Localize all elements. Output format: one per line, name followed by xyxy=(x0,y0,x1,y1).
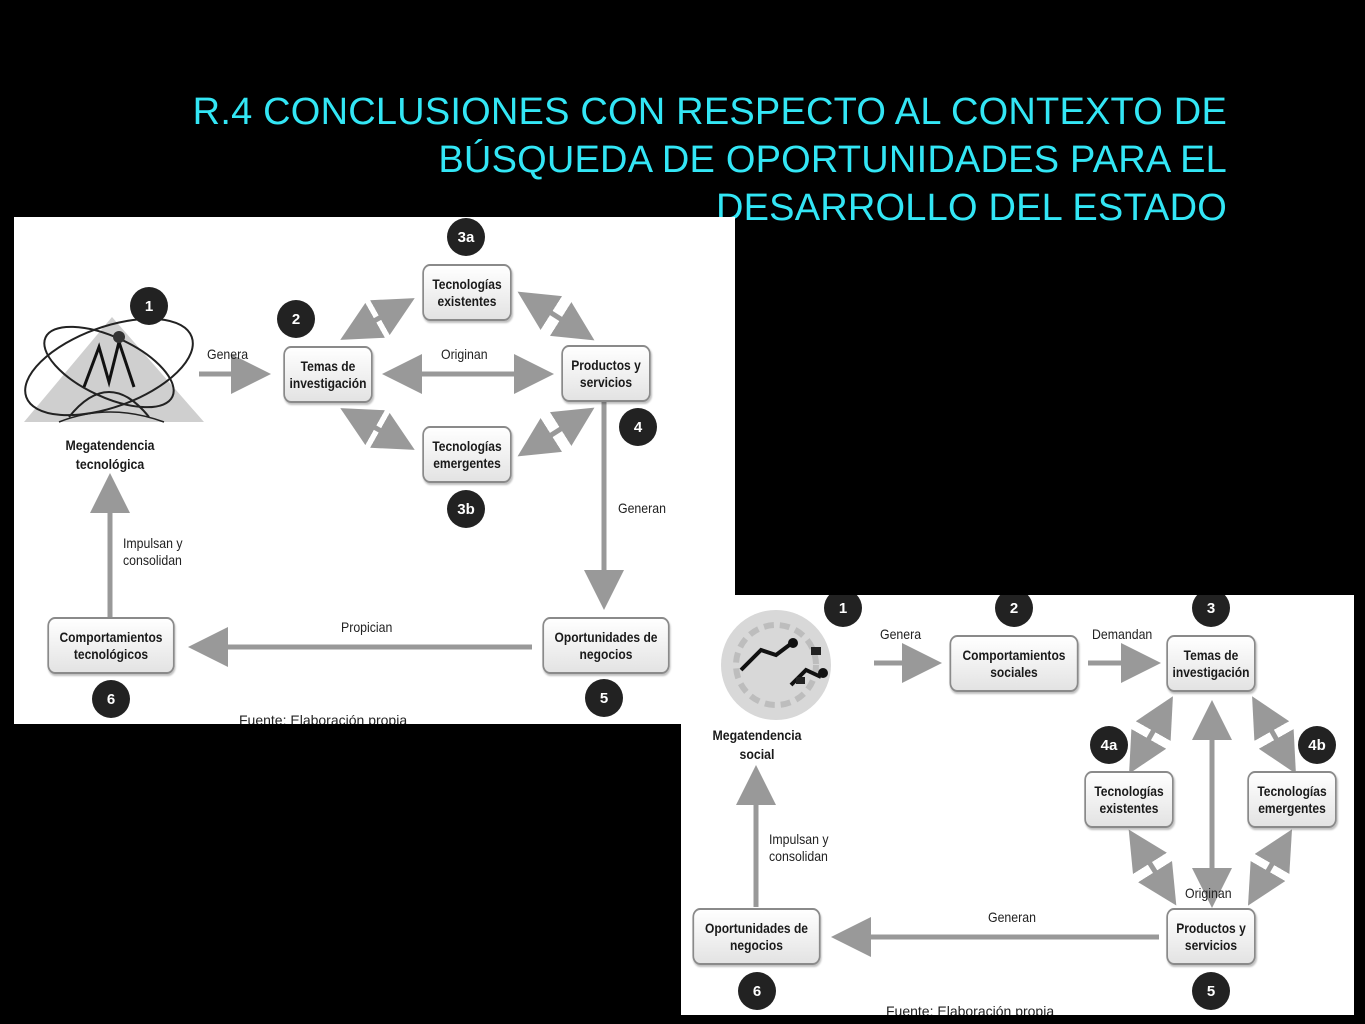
node-temas-investigacion: Temas de investigación xyxy=(283,346,373,403)
badge-6: 6 xyxy=(738,972,776,1010)
node-productos-servicios: Productos y servicios xyxy=(561,345,651,402)
edge-label-propician: Propician xyxy=(341,619,393,635)
slide-title-line-2: BÚSQUEDA DE OPORTUNIDADES PARA EL xyxy=(438,139,1227,181)
node-tecnologias-emergentes: Tecnologías emergentes xyxy=(1247,771,1337,828)
edge-label-originan: Originan xyxy=(1185,885,1232,901)
node-oportunidades-negocios: Oportunidades de negocios xyxy=(542,617,670,674)
edge-label-impulsan: Impulsan y consolidan xyxy=(123,535,183,568)
edge-label-generan: Generan xyxy=(618,500,666,516)
edge-label-genera: Genera xyxy=(207,346,249,362)
badge-1: 1 xyxy=(130,287,168,325)
megatrend-caption: Megatendencia social xyxy=(712,727,802,762)
badge-6: 6 xyxy=(92,680,130,718)
arrow-existentes-productos xyxy=(517,291,595,341)
node-productos-servicios: Productos y servicios xyxy=(1166,908,1256,965)
edge-label-demandan: Demandan xyxy=(1092,626,1153,642)
edge-label-impulsan: Impulsan y consolidan xyxy=(769,831,829,864)
badge-3b: 3b xyxy=(447,490,485,528)
arrow-emergentes-productos xyxy=(1248,829,1292,906)
badge-3a: 3a xyxy=(447,218,485,256)
node-tecnologias-emergentes: Tecnologías emergentes xyxy=(422,426,512,483)
source-note: Fuente: Elaboración propia xyxy=(239,712,408,724)
edge-label-generan: Generan xyxy=(988,909,1036,925)
slide-title: R.4 CONCLUSIONES CON RESPECTO AL CONTEXT… xyxy=(127,88,1227,232)
badge-4a: 4a xyxy=(1090,726,1128,764)
node-oportunidades-negocios: Oportunidades de negocios xyxy=(692,908,821,965)
megatrend-technology-icon xyxy=(24,317,204,423)
megatrend-caption: Megatendencia tecnológica xyxy=(65,437,155,472)
arrow-temas-emergentes xyxy=(340,408,415,450)
node-comportamientos-tecnologicos: Comportamientos tecnológicos xyxy=(47,617,175,674)
node-temas-investigacion: Temas de investigación xyxy=(1166,635,1256,692)
badge-2: 2 xyxy=(995,595,1033,627)
badge-4: 4 xyxy=(619,408,657,446)
badge-1: 1 xyxy=(824,595,862,627)
megatrend-social-icon xyxy=(721,610,831,720)
badge-4b: 4b xyxy=(1298,726,1336,764)
node-tecnologias-existentes: Tecnologías existentes xyxy=(1084,771,1174,828)
source-note: Fuente: Elaboración propia xyxy=(886,1003,1055,1015)
arrow-temas-emergentes xyxy=(1252,696,1296,774)
diagram-technological-megatrend: 1 2 3a 3b 4 5 6 Megatendencia tecnológic… xyxy=(14,217,735,724)
badge-2: 2 xyxy=(277,300,315,338)
badge-5: 5 xyxy=(585,679,623,717)
diagram-2-connectors xyxy=(721,610,1296,957)
arrow-temas-existentes xyxy=(1129,696,1173,774)
node-comportamientos-sociales: Comportamientos sociales xyxy=(949,635,1079,692)
arrow-existentes-productos xyxy=(1128,829,1177,906)
arrow-temas-existentes xyxy=(340,298,415,340)
slide-title-line-1: R.4 CONCLUSIONES CON RESPECTO AL CONTEXT… xyxy=(192,91,1227,133)
badge-3: 3 xyxy=(1192,595,1230,627)
edge-label-genera: Genera xyxy=(880,626,922,642)
diagram-social-megatrend: 1 2 3 4a 4b 5 6 Megatendencia social Com… xyxy=(681,595,1354,1015)
node-tecnologias-existentes: Tecnologías existentes xyxy=(422,264,512,321)
edge-label-originan: Originan xyxy=(441,346,488,362)
slide-title-line-3: DESARROLLO DEL ESTADO xyxy=(715,187,1227,229)
diagram-1-connectors xyxy=(24,291,624,667)
arrow-emergentes-productos xyxy=(517,407,595,457)
badge-5: 5 xyxy=(1192,972,1230,1010)
